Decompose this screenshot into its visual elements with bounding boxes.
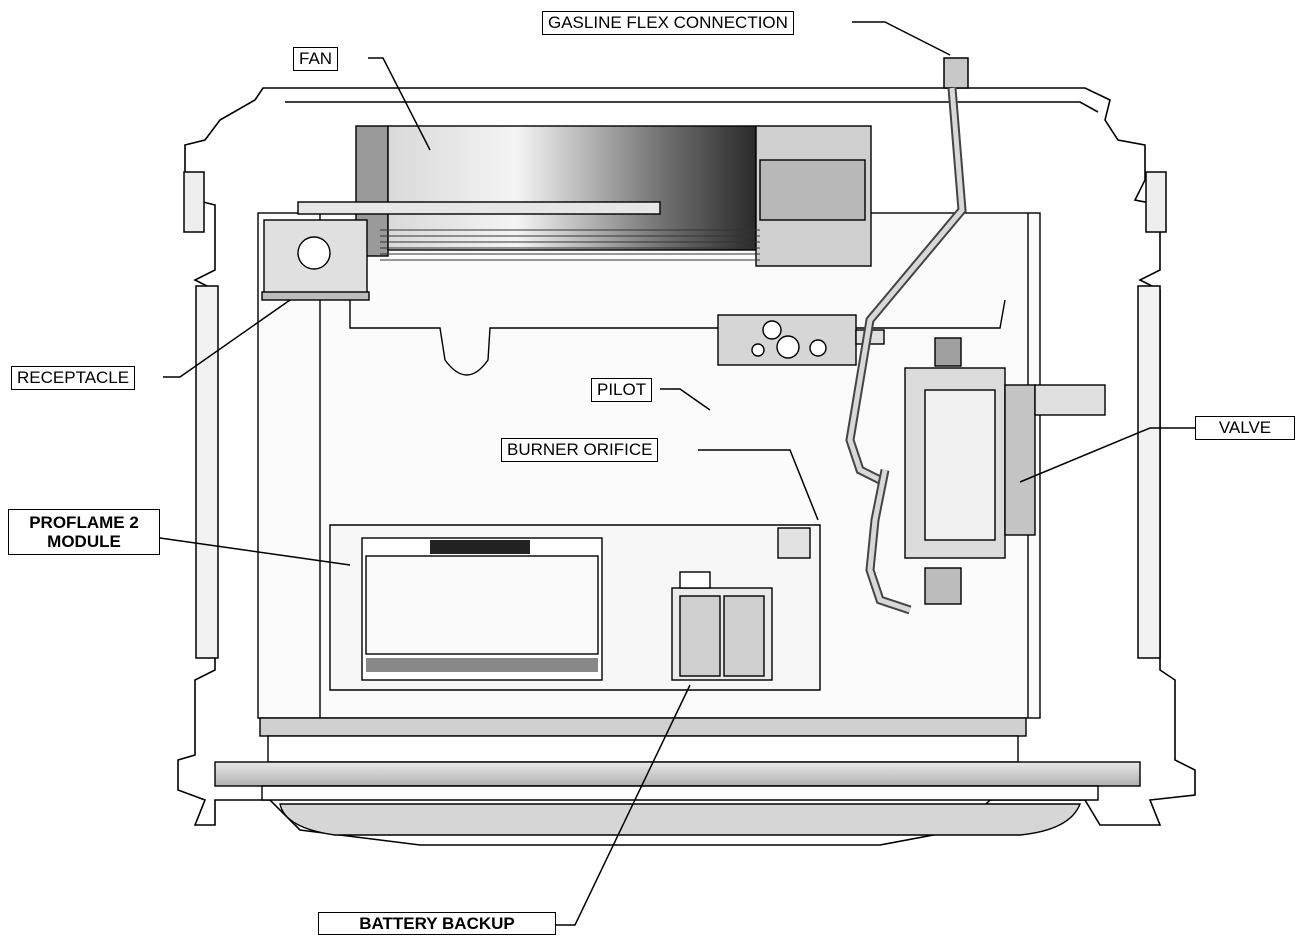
proflame-label-line1: PROFLAME 2 (29, 513, 139, 532)
side-columns (183, 171, 1167, 659)
proflame-label-line2: MODULE (47, 532, 121, 551)
battery-backup-label: BATTERY BACKUP (318, 912, 556, 935)
receptacle-label: RECEPTACLE (11, 366, 136, 390)
gas-valve (904, 337, 1106, 605)
burner-orifice-label: BURNER ORIFICE (501, 438, 659, 462)
battery-pack (671, 571, 773, 681)
receptacle-box (261, 219, 370, 301)
fan-assembly (355, 125, 872, 267)
proflame-module-label: PROFLAME 2 MODULE (8, 509, 160, 555)
leader-lines (159, 21, 1195, 926)
gas-flex-line (845, 57, 969, 615)
front-tray (214, 717, 1141, 836)
top-rail (297, 201, 661, 215)
control-panel (329, 524, 821, 691)
valve-label: VALVE (1195, 416, 1295, 440)
fan-label: FAN (293, 47, 339, 71)
gasline-flex-connection-label: GASLINE FLEX CONNECTION (542, 11, 794, 35)
pilot-label: PILOT (591, 378, 653, 402)
